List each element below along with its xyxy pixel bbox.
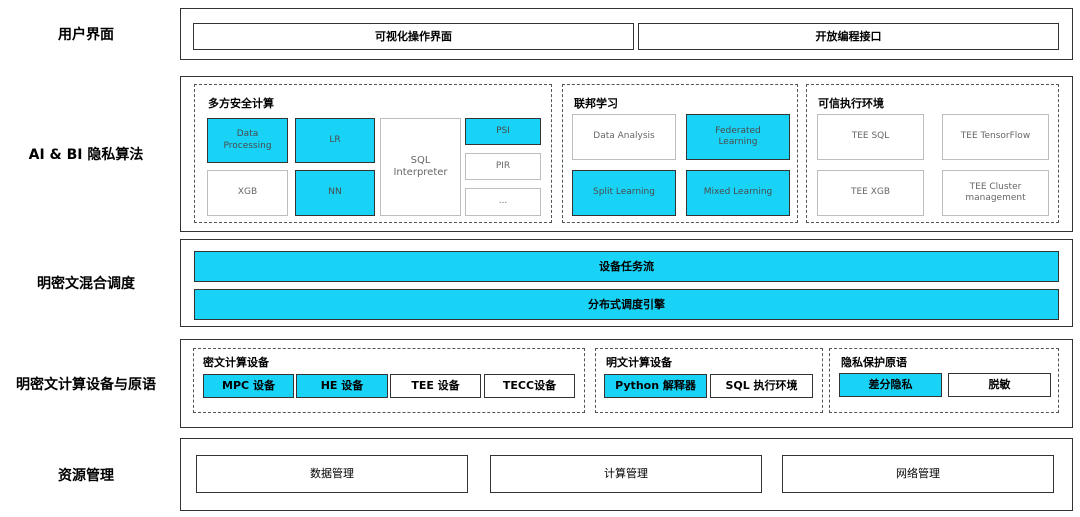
mpc-sql-interpreter: SQL Interpreter (380, 118, 461, 216)
tecc-device: TECC设备 (484, 374, 575, 398)
differential-privacy: 差分隐私 (839, 373, 942, 397)
mpc-group-title: 多方安全计算 (208, 97, 274, 110)
privacy-primitive-title: 隐私保护原语 (841, 356, 907, 369)
network-management-box: 网络管理 (782, 455, 1054, 493)
fl-group-title: 联邦学习 (574, 97, 618, 110)
mpc-group (194, 84, 552, 223)
tee-group-title: 可信执行环境 (818, 97, 884, 110)
distributed-scheduler-bar: 分布式调度引擎 (194, 289, 1059, 320)
desensitization: 脱敏 (948, 373, 1051, 397)
mpc-lr: LR (295, 118, 375, 163)
fl-data-analysis: Data Analysis (572, 114, 676, 160)
fl-split-learning: Split Learning (572, 170, 676, 216)
tee-device: TEE 设备 (390, 374, 481, 398)
mpc-xgb: XGB (207, 170, 288, 216)
tee-xgb: TEE XGB (817, 170, 924, 216)
open-api-box: 开放编程接口 (638, 23, 1059, 50)
plain-device-title: 明文计算设备 (606, 356, 672, 369)
tee-tensorflow: TEE TensorFlow (942, 114, 1049, 160)
row-label-ui: 用户界面 (58, 27, 114, 43)
row-label-algo: AI & BI 隐私算法 (28, 147, 144, 163)
cipher-device-group (193, 348, 585, 413)
plain-device-group (595, 348, 823, 413)
fl-group (562, 84, 798, 223)
python-interpreter: Python 解释器 (604, 374, 707, 398)
mpc-psi: PSI (465, 118, 541, 145)
row-label-sched: 明密文混合调度 (37, 276, 135, 292)
fl-mixed-learning: Mixed Learning (686, 170, 790, 216)
mpc-pir: PIR (465, 153, 541, 180)
privacy-primitive-group (829, 348, 1059, 413)
mpc-nn: NN (295, 170, 375, 216)
mpc-more: ... (465, 188, 541, 216)
tee-sql: TEE SQL (817, 114, 924, 160)
visual-ui-box: 可视化操作界面 (193, 23, 634, 50)
fl-federated-learning: Federated Learning (686, 114, 790, 160)
data-management-box: 数据管理 (196, 455, 468, 493)
row-label-resource: 资源管理 (58, 467, 114, 484)
row-label-device: 明密文计算设备与原语 (16, 376, 156, 393)
he-device: HE 设备 (296, 374, 388, 398)
cipher-device-title: 密文计算设备 (203, 356, 269, 369)
tee-cluster-management: TEE Cluster management (942, 170, 1049, 216)
sql-execution-env: SQL 执行环境 (710, 374, 813, 398)
compute-management-box: 计算管理 (490, 455, 762, 493)
mpc-data-processing: Data Processing (207, 118, 288, 163)
mpc-device: MPC 设备 (203, 374, 294, 398)
device-task-flow-bar: 设备任务流 (194, 251, 1059, 282)
tee-group (806, 84, 1059, 223)
